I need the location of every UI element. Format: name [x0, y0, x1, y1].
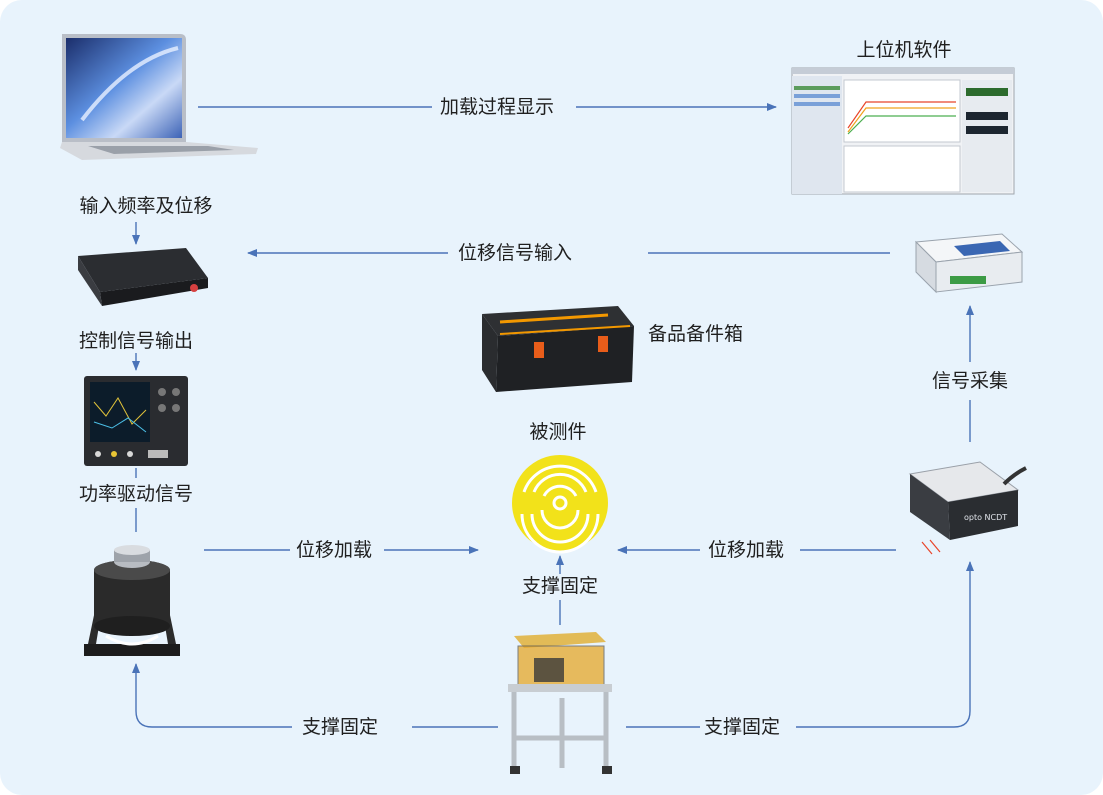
label-control-signal-output: 控制信号输出 [78, 330, 194, 352]
daq-module-icon [914, 233, 1024, 294]
label-dut: 被测件 [529, 421, 587, 443]
label-displacement-load-right: 位移加载 [708, 539, 785, 561]
laptop-icon [60, 34, 258, 160]
controller-box-icon [78, 248, 208, 306]
vibration-shaker-icon [84, 545, 180, 656]
software-screenshot-icon [791, 67, 1015, 195]
label-support-fix-center: 支撑固定 [521, 575, 599, 597]
support-frame-icon [508, 632, 612, 774]
label-support-fix-right: 支撑固定 [704, 716, 781, 738]
label-signal-acquisition: 信号采集 [931, 370, 1009, 392]
label-power-drive-signal: 功率驱动信号 [78, 483, 194, 505]
arrow-frame-to-laser [626, 562, 970, 728]
label-input-frequency-displacement: 输入频率及位移 [79, 195, 213, 217]
laser-sensor-icon: opto NCDT [908, 461, 1027, 555]
label-displacement-load-left: 位移加载 [296, 539, 373, 561]
label-displacement-signal-input: 位移信号输入 [458, 242, 573, 264]
equipment-case-icon [482, 306, 634, 392]
label-loading-display: 加载过程显示 [440, 96, 555, 118]
label-spare-parts-box: 备品备件箱 [648, 323, 744, 345]
label-support-fix-left: 支撑固定 [302, 716, 379, 738]
arrow-frame-to-shaker [136, 664, 498, 728]
label-host-software: 上位机软件 [856, 39, 952, 61]
test-part-disc-icon [512, 455, 608, 554]
power-amplifier-icon [84, 376, 188, 466]
laser-brand-text: opto NCDT [964, 513, 1007, 522]
